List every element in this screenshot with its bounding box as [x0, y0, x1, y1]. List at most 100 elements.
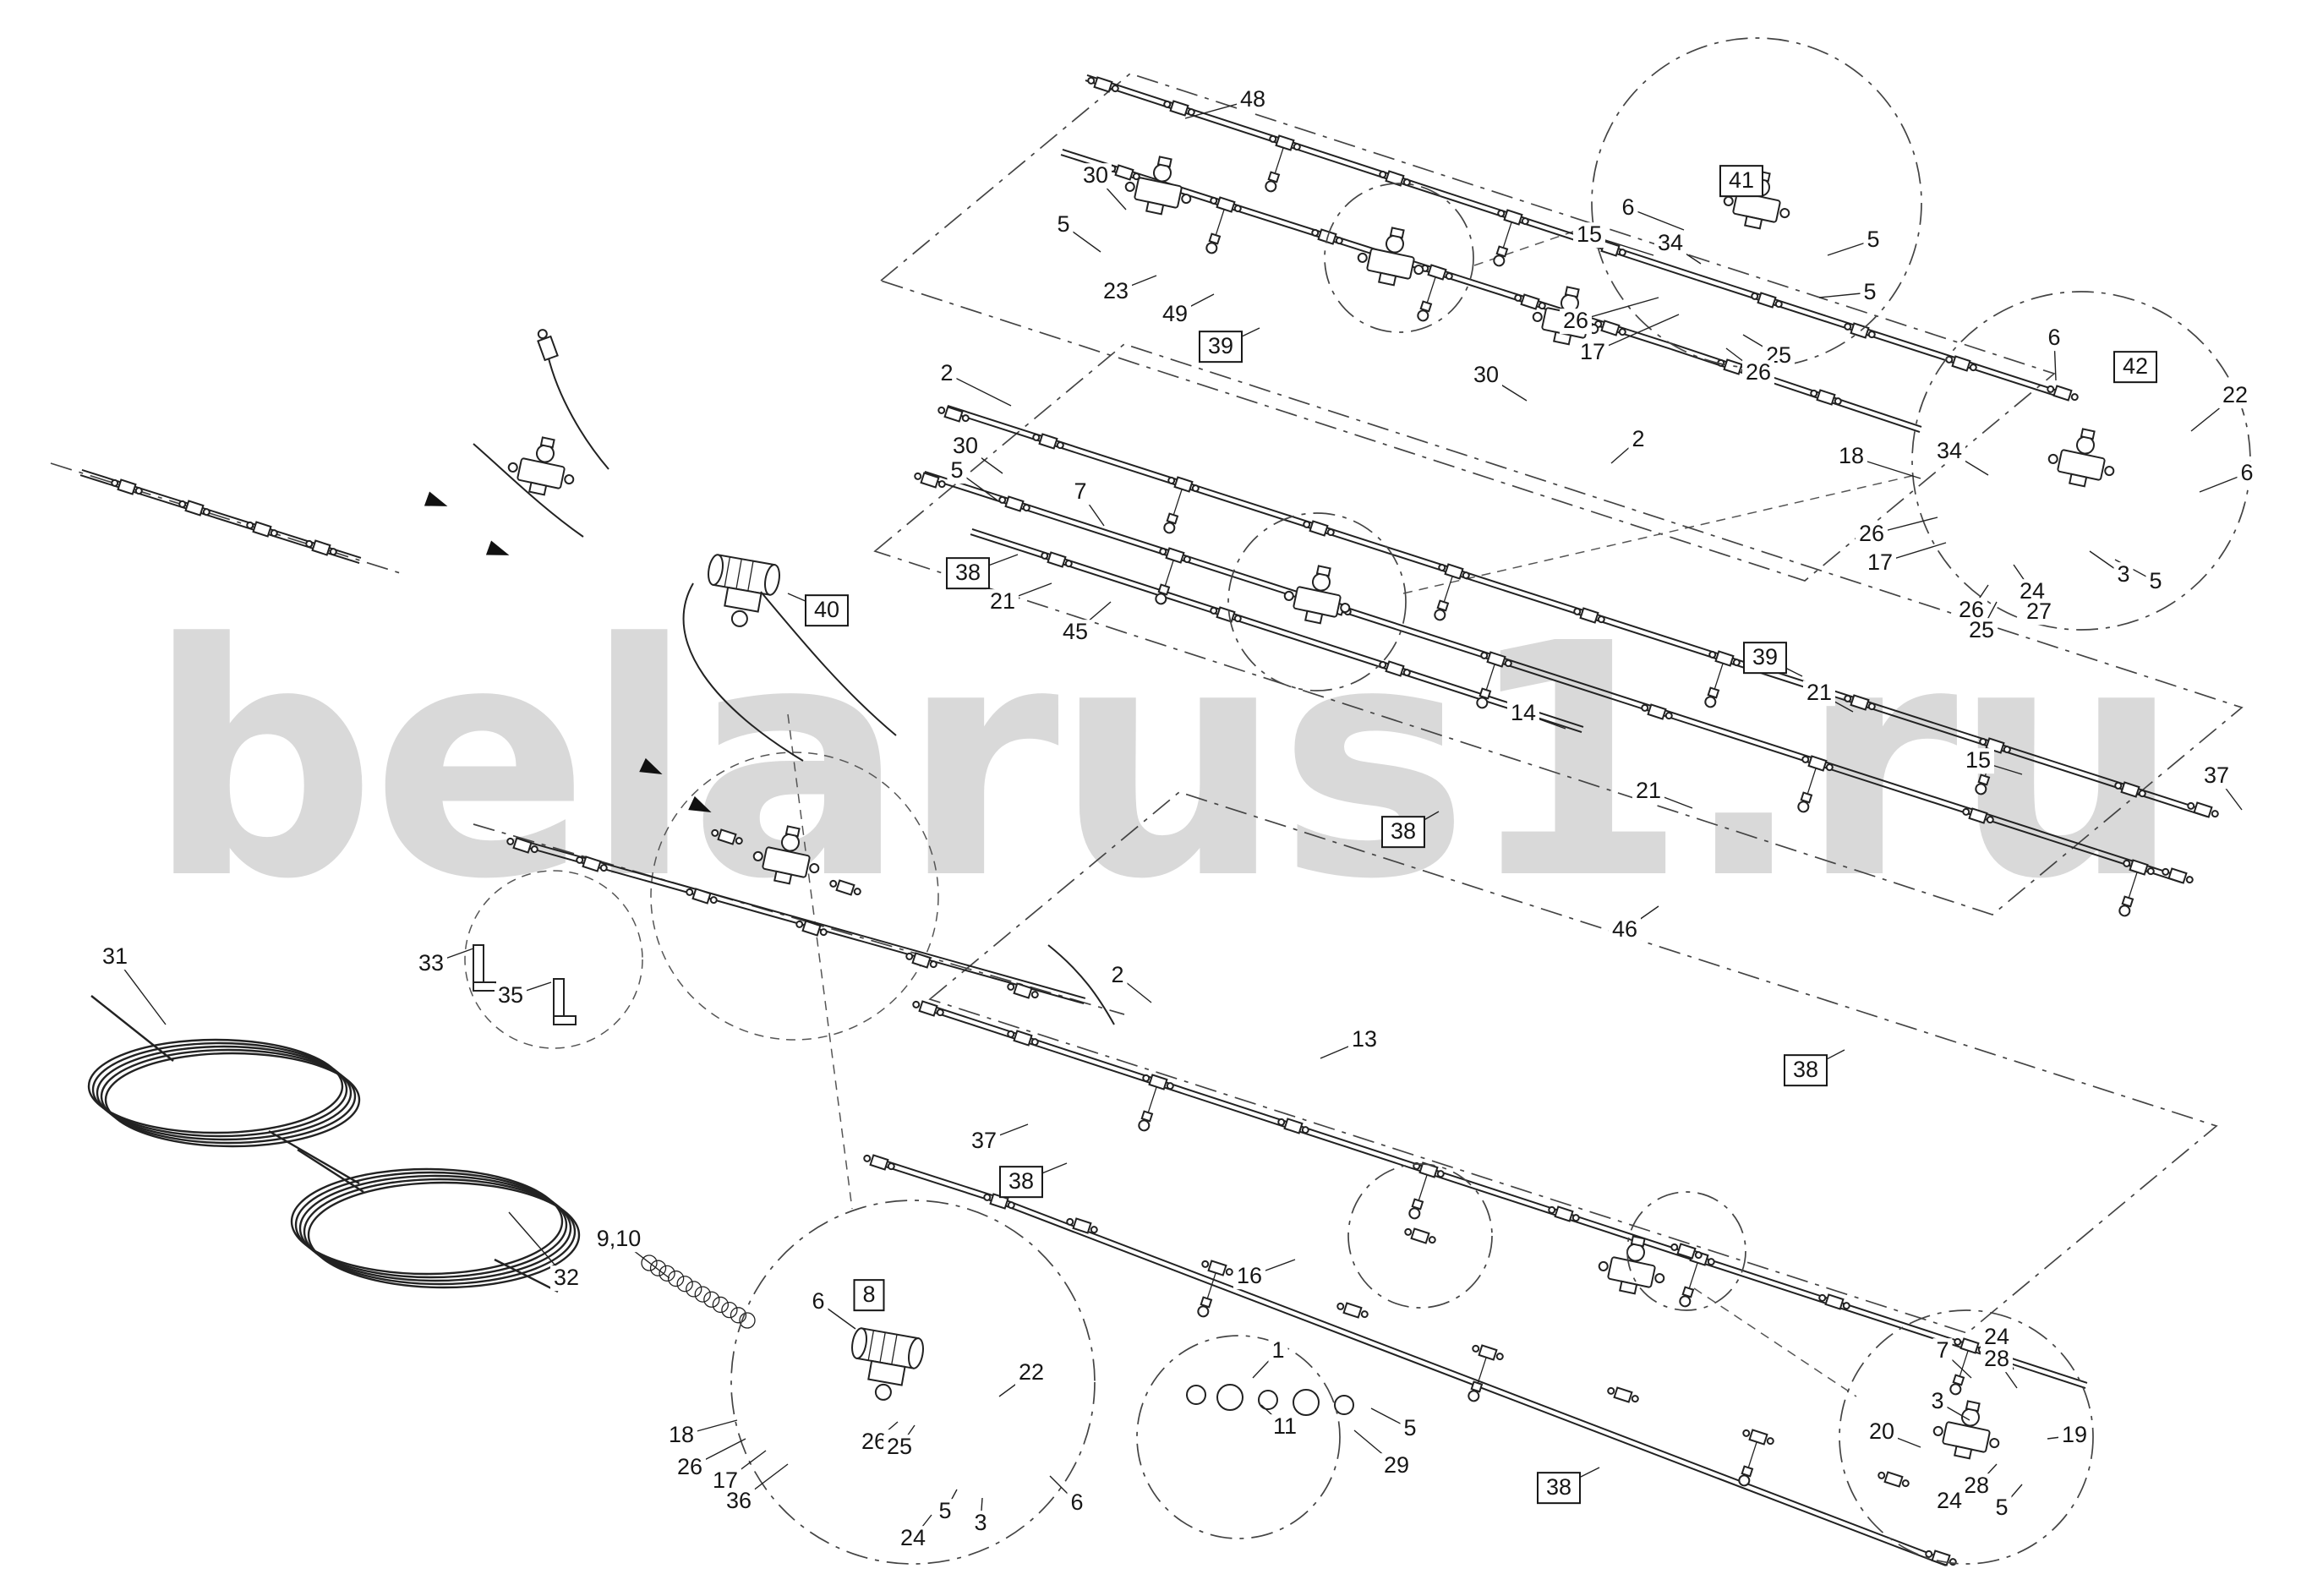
- leader-line: [2047, 1435, 2075, 1440]
- fitting-glyph: [1007, 1030, 1039, 1047]
- leader-line: [998, 1372, 1032, 1397]
- leader-line: [1074, 601, 1112, 633]
- leader-line: [1981, 601, 1998, 631]
- leader-line: [1970, 584, 1989, 611]
- leader-line: [817, 1301, 856, 1330]
- leader-line: [1002, 582, 1052, 603]
- leader-line: [2001, 1484, 2023, 1509]
- nozzle-holder-glyph: [1408, 1174, 1428, 1220]
- hose-coupling-glyph: [1258, 1390, 1278, 1410]
- leader-line: [2013, 564, 2033, 593]
- cable-connector-glyph: [537, 329, 559, 362]
- fitting-glyph: [246, 521, 278, 538]
- spring-coil-glyph: [694, 1286, 711, 1303]
- leader-line: [956, 470, 998, 501]
- pipe: [876, 1157, 998, 1198]
- spring-coil-glyph: [703, 1291, 720, 1308]
- fitting-glyph: [912, 1000, 944, 1017]
- nozzle-holder-glyph: [1434, 576, 1453, 621]
- fitting-glyph: [1108, 164, 1140, 181]
- valve-assembly-glyph: [1357, 227, 1424, 287]
- leader-line: [1080, 491, 1105, 527]
- fitting-glyph: [1142, 1074, 1174, 1090]
- valves-layer: [507, 156, 2115, 1460]
- leader-line: [1117, 975, 1152, 1003]
- detail-circle: [1347, 1163, 1493, 1309]
- leader-line: [1049, 1475, 1078, 1504]
- valve-assembly-glyph: [507, 436, 575, 496]
- leader-line: [2190, 395, 2236, 432]
- frame-lines: [50, 73, 2244, 1397]
- nozzle-holder-glyph: [1138, 1086, 1157, 1132]
- fitting-glyph: [1962, 807, 1994, 824]
- spring-coil-glyph: [659, 1265, 675, 1282]
- leader-line: [724, 1450, 767, 1482]
- fitting-glyph: [1742, 1429, 1774, 1446]
- leader-line: [1522, 713, 1566, 730]
- bracket-glyph: [473, 944, 496, 992]
- fitting-glyph: [1717, 358, 1749, 375]
- fitting-glyph: [1497, 209, 1529, 226]
- bracket-glyph: [553, 978, 577, 1025]
- fitting-glyph: [914, 472, 946, 489]
- leader-line: [1575, 297, 1659, 322]
- spring-coil-glyph: [667, 1270, 685, 1287]
- leader-line: [1402, 811, 1440, 833]
- fitting-glyph: [1167, 476, 1200, 493]
- valve-assembly-glyph: [1283, 565, 1351, 625]
- leader-line: [1879, 542, 1947, 564]
- fitting-glyph: [2047, 385, 2079, 402]
- nozzle-holder-glyph: [1417, 276, 1436, 322]
- brackets-layer: [473, 944, 577, 1025]
- fitting-glyph: [1277, 1118, 1309, 1134]
- fitting-glyph: [1925, 1550, 1957, 1566]
- spring-coil-glyph: [712, 1296, 730, 1314]
- fitting-glyph: [2187, 801, 2219, 818]
- pipe: [1670, 348, 1921, 433]
- fitting-glyph: [1041, 551, 1073, 568]
- leader-line: [787, 593, 828, 611]
- pipe: [1672, 343, 1922, 428]
- fitting-glyph: [1594, 320, 1626, 336]
- hose-coupling-glyph: [1186, 1385, 1206, 1405]
- leader-line: [2089, 550, 2124, 576]
- nozzle-holder-glyph: [1155, 560, 1174, 605]
- watermark: belarus1.ru: [146, 575, 2181, 949]
- fitting-glyph: [905, 952, 937, 969]
- hose-coils-layer: [87, 995, 581, 1293]
- leader-line: [1976, 1463, 1998, 1487]
- hose-coupling-glyph: [1334, 1395, 1354, 1415]
- fitting-glyph: [1379, 660, 1411, 677]
- leader-line: [1949, 451, 1989, 476]
- leader-line: [689, 1438, 746, 1468]
- nozzle-holder-glyph: [1679, 1262, 1698, 1308]
- spring-coil-glyph: [676, 1276, 693, 1293]
- spring-coil-glyph: [641, 1254, 658, 1271]
- fitting-glyph: [1379, 170, 1411, 187]
- leader-line: [1174, 293, 1215, 315]
- nozzle-holder-glyph: [2118, 872, 2138, 917]
- fitting-glyph: [1066, 1217, 1098, 1234]
- hose-coil: [303, 1178, 577, 1286]
- fitting-glyph: [711, 828, 743, 845]
- hose-coil: [298, 1174, 572, 1282]
- leader-line: [1627, 207, 1685, 231]
- fitting-glyph: [1159, 547, 1191, 564]
- pipe: [517, 838, 1086, 999]
- leader-line: [1881, 1431, 1921, 1448]
- valve-assembly-glyph: [1723, 170, 1790, 230]
- hose: [1047, 944, 1115, 1025]
- leader-line: [1949, 1480, 1972, 1502]
- fitting-glyph: [2114, 781, 2146, 798]
- fitting-glyph: [1087, 76, 1119, 93]
- leader-line: [980, 1497, 983, 1524]
- fitting-glyph: [1818, 1293, 1850, 1310]
- valve-assembly-glyph: [1598, 1235, 1665, 1295]
- hose-coupling-glyph: [1293, 1389, 1320, 1416]
- leader-line: [510, 981, 552, 997]
- fitting-glyph: [1472, 1344, 1504, 1361]
- fitting-glyph: [2162, 867, 2194, 884]
- fitting-glyph: [2123, 859, 2155, 876]
- fitting-glyph: [1404, 1227, 1436, 1244]
